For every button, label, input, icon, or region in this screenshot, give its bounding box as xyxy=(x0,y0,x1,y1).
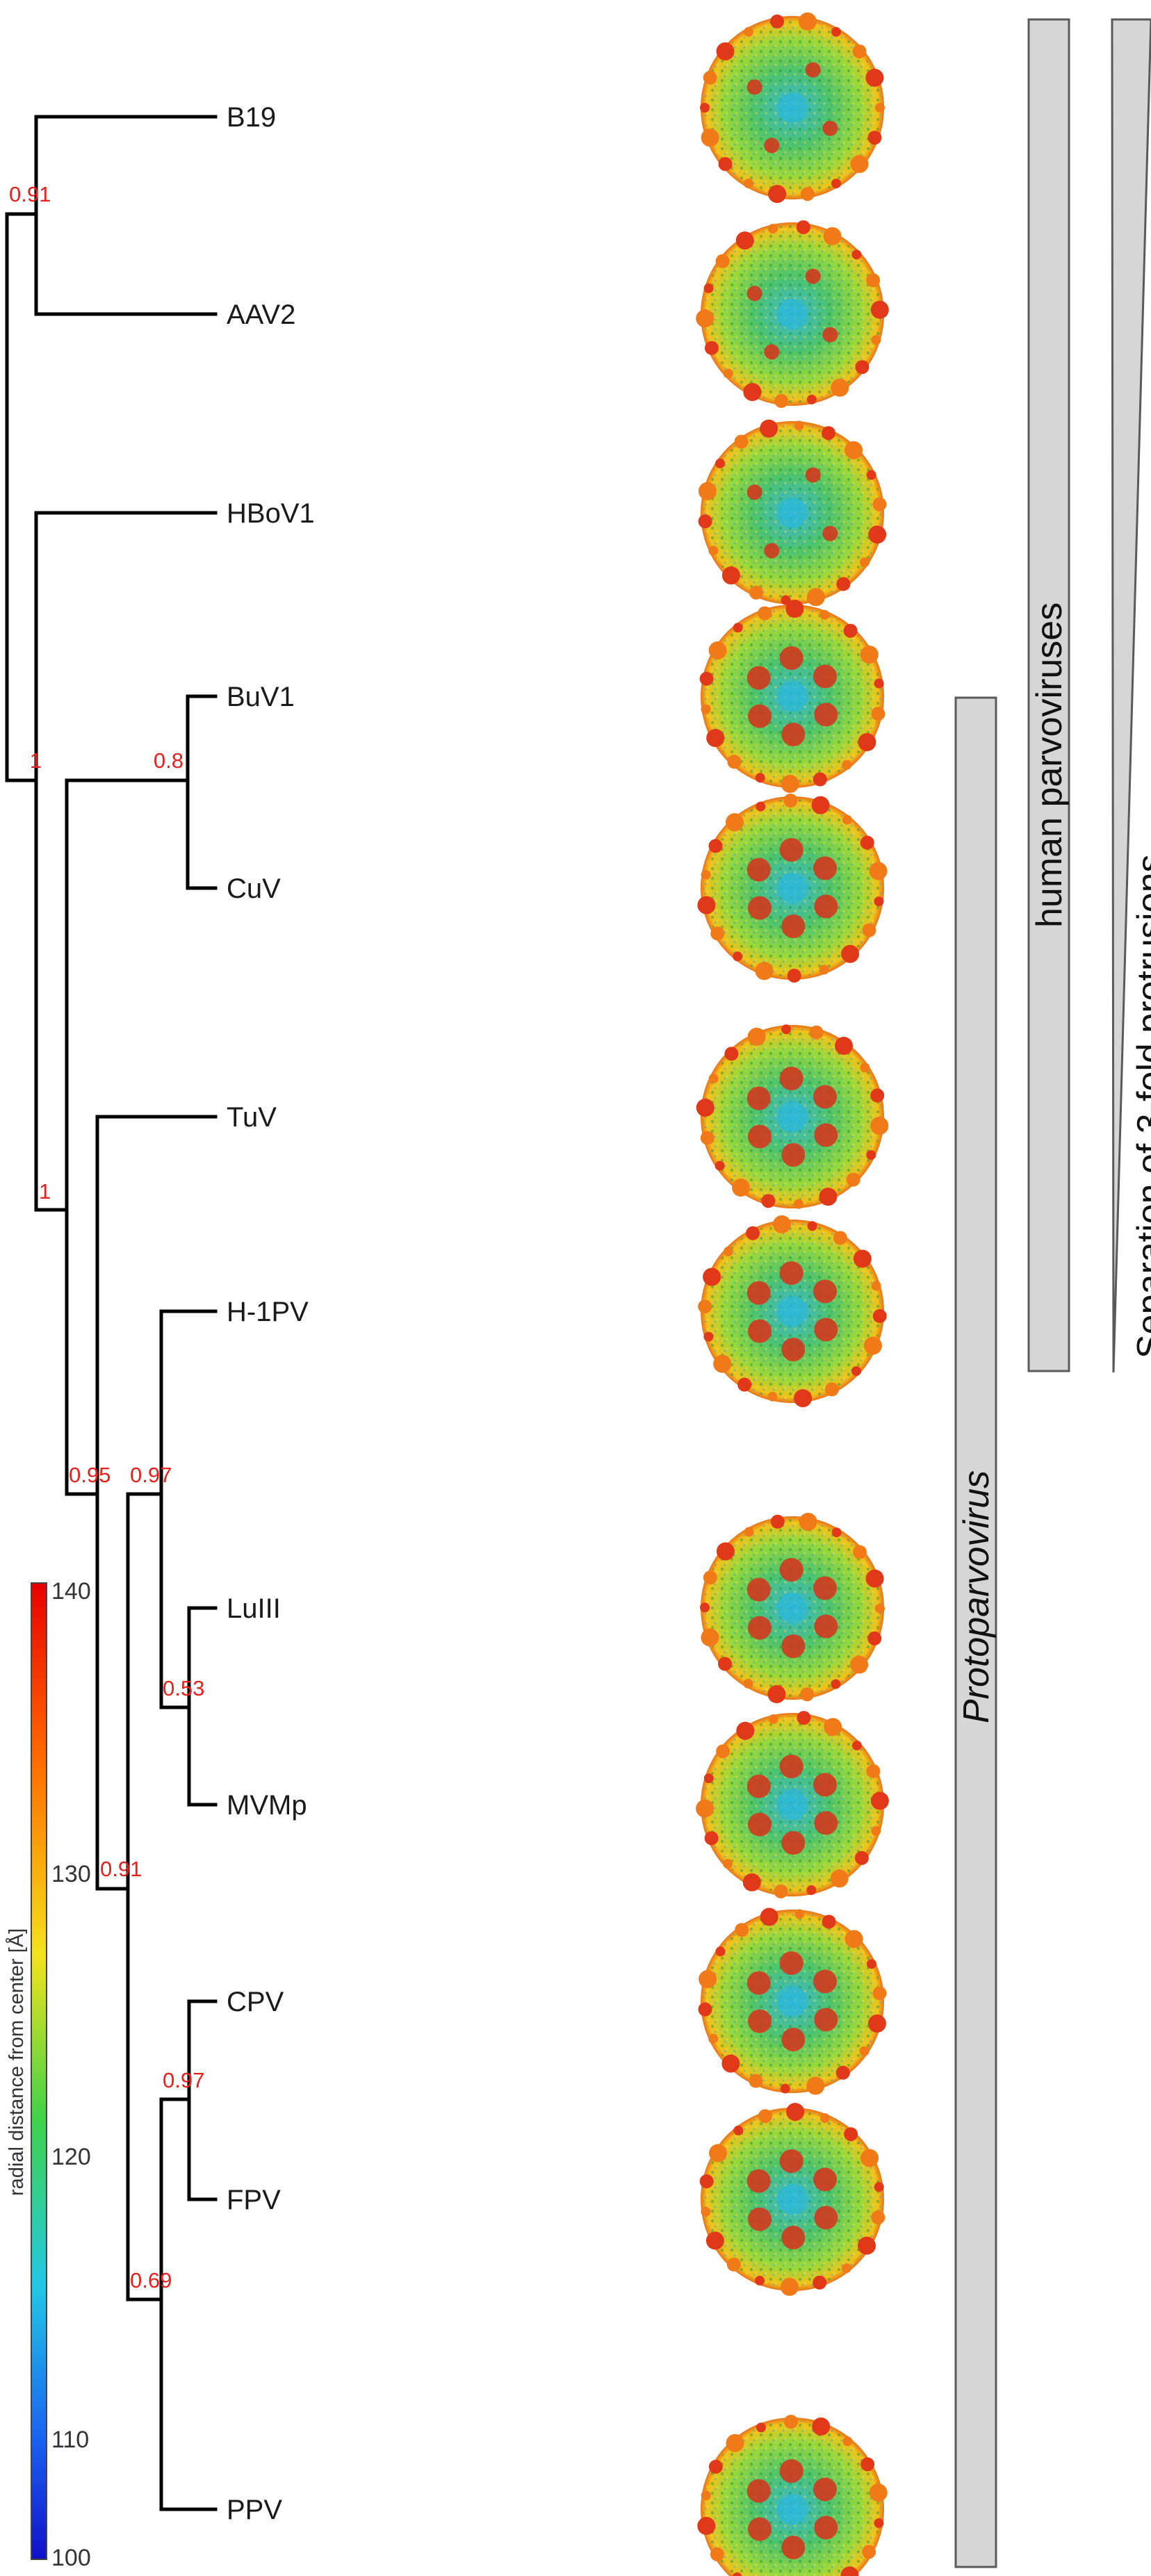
taxon-label-mvmp: MVMp xyxy=(227,1790,307,1821)
support-value-bocaparvo-rest: 1 xyxy=(39,1179,51,1204)
tree-branches xyxy=(5,115,218,2511)
taxon-label-cuv: CuV xyxy=(227,873,281,904)
support-value-tuv-rest: 0.91 xyxy=(100,1857,142,1881)
protoparvovirus-bar xyxy=(954,696,997,2568)
scale-tick-130: 130 xyxy=(51,1861,91,1887)
capsid-tuv xyxy=(696,1024,889,1209)
support-value-cpv-fpv-ppv: 0.69 xyxy=(130,2268,172,2292)
support-value-cpv-fpv: 0.97 xyxy=(163,2068,204,2092)
color-scale: 140 130 120 110 100 radial distance from… xyxy=(5,1578,91,2571)
taxon-label-ppv: PPV xyxy=(227,2495,282,2525)
taxon-label-cpv: CPV xyxy=(227,1987,284,2017)
color-scale-bar xyxy=(31,1582,47,2560)
support-value-root: 1 xyxy=(30,748,42,773)
support-value-protoparvo-node: 0.95 xyxy=(69,1463,111,1487)
taxon-label-buv1: BuV1 xyxy=(227,682,295,712)
capsid-cuv xyxy=(697,794,888,983)
capsid-cpv xyxy=(698,1908,887,2095)
human-parvoviruses-bar xyxy=(1027,18,1070,1372)
capsid-fpv xyxy=(699,2103,885,2296)
taxon-label-b19: B19 xyxy=(227,102,276,133)
taxon-label-fpv: FPV xyxy=(227,2185,281,2215)
separation-label: Separation of 3-fold protrusions xyxy=(1130,854,1151,1359)
taxon-label-tuv: TuV xyxy=(227,1102,277,1133)
taxon-label-hbov1: HBoV1 xyxy=(227,498,315,529)
separation-wedge xyxy=(1111,18,1151,1373)
capsid-mvmp xyxy=(696,1711,889,1898)
scale-tick-100: 100 xyxy=(51,2545,91,2571)
capsid-b19 xyxy=(700,12,885,204)
capsid-aav2 xyxy=(696,220,889,408)
support-value-luiii-mvmp: 0.53 xyxy=(163,1676,204,1700)
scale-tick-110: 110 xyxy=(51,2427,89,2453)
color-scale-title: radial distance from center [Å] xyxy=(5,1928,28,2196)
scale-tick-140: 140 xyxy=(51,1578,91,1605)
taxon-label-aav2: AAV2 xyxy=(227,300,295,330)
support-value-h1pv-group: 0.97 xyxy=(130,1463,172,1487)
support-value-b19-aav2: 0.91 xyxy=(9,182,51,206)
taxon-labels: B19 AAV2 HBoV1 BuV1 CuV TuV H-1PV LuIII … xyxy=(227,102,315,2525)
side-annotations: human parvoviruses Separation of 3-fold … xyxy=(954,18,1151,2568)
protoparvovirus-label: Protoparvovirus xyxy=(956,1470,997,1723)
support-value-buv1-cuv: 0.8 xyxy=(154,748,183,773)
scale-tick-120: 120 xyxy=(51,2144,91,2170)
human-parvoviruses-label: human parvoviruses xyxy=(1029,602,1070,928)
capsid-h-1pv xyxy=(698,1215,887,1408)
capsid-renderings xyxy=(696,12,889,2576)
capsid-hbov1 xyxy=(698,419,887,607)
capsid-buv1 xyxy=(699,600,885,793)
taxon-label-luiii: LuIII xyxy=(227,1593,281,1624)
capsid-ppv xyxy=(697,2415,888,2576)
support-values: 0.91 1 0.8 1 0.95 0.97 0.53 0.91 0.97 0.… xyxy=(9,182,204,2292)
capsid-luiii xyxy=(700,1513,885,1703)
taxon-label-h1pv: H-1PV xyxy=(227,1297,309,1327)
